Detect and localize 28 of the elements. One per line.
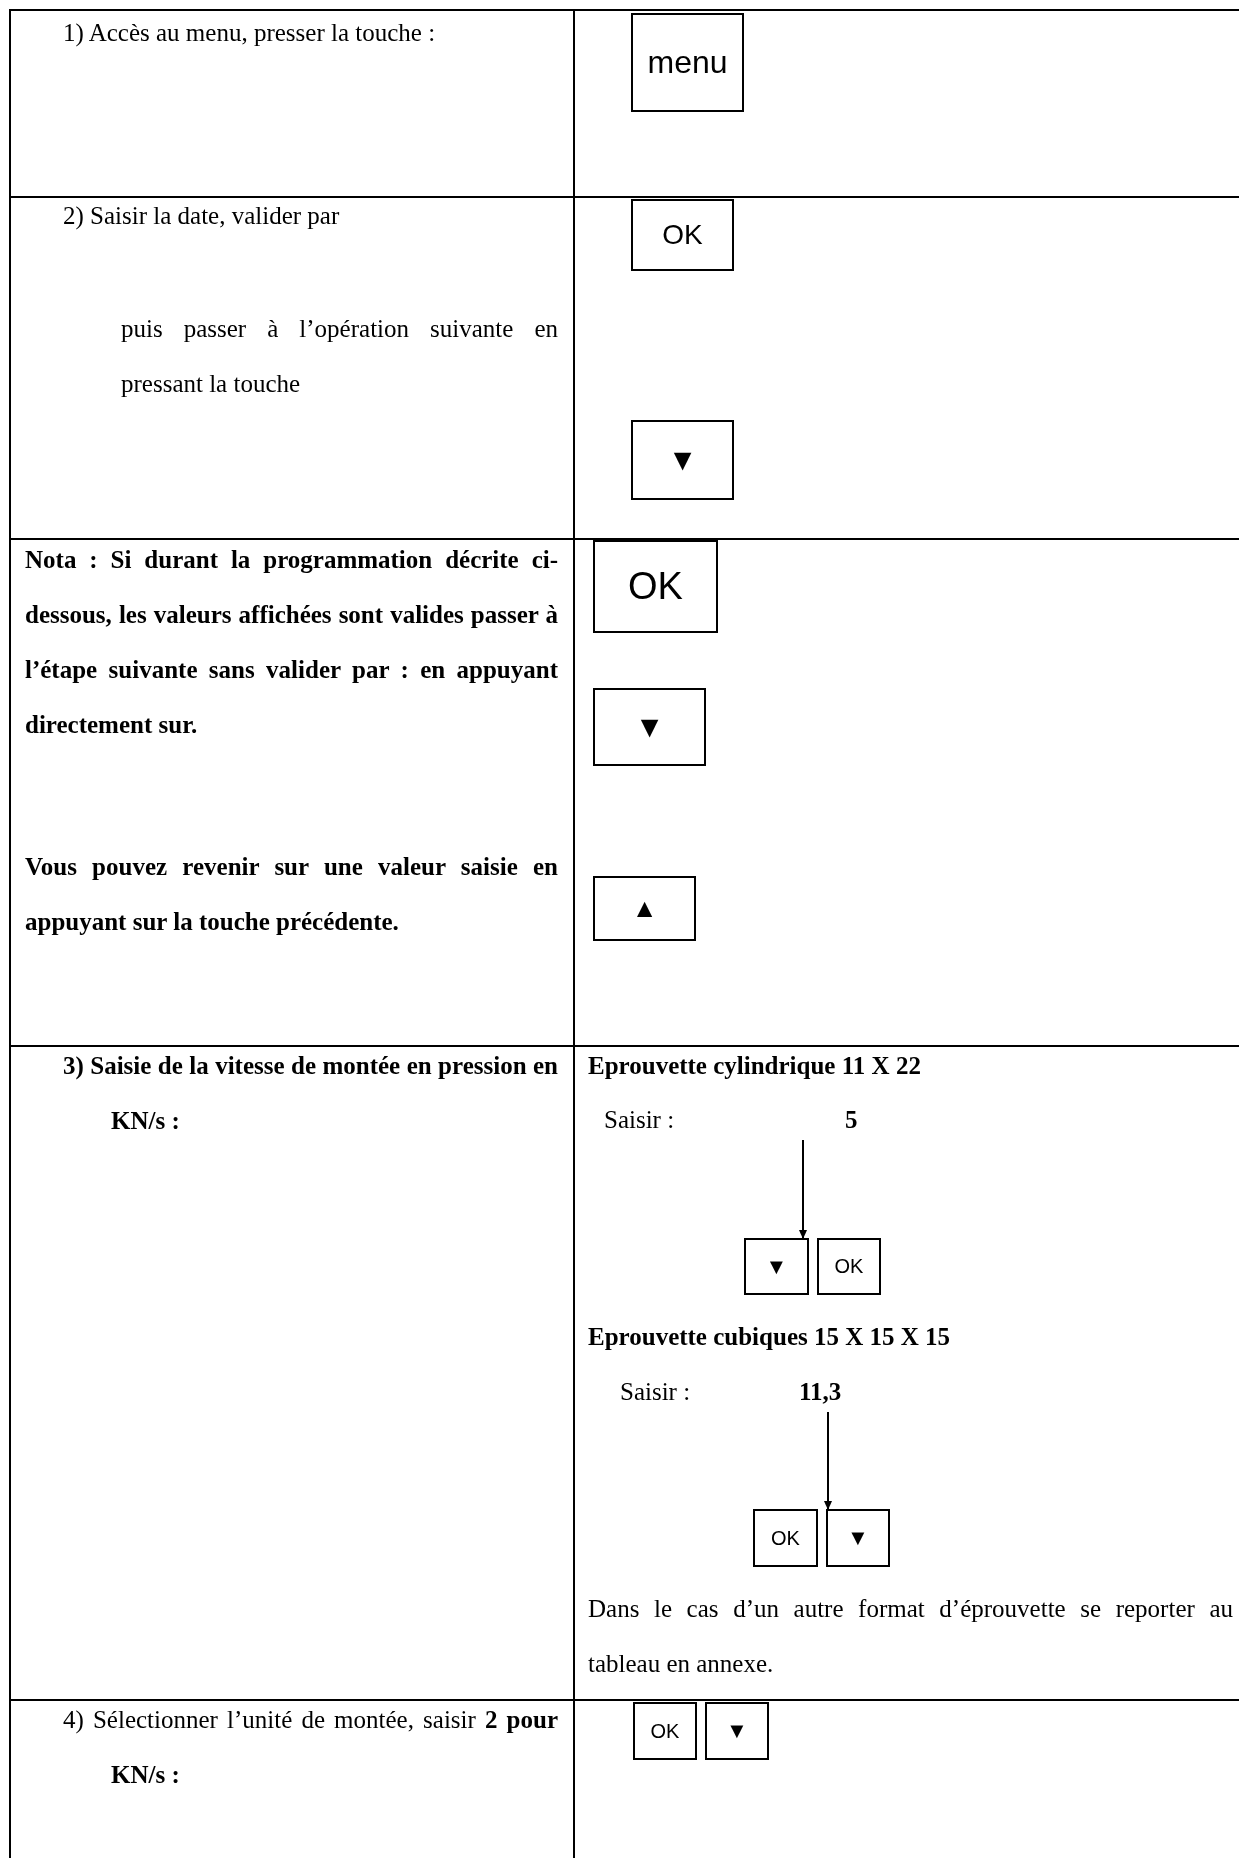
prompt-text: Saisir :: [604, 1105, 675, 1135]
keypad-key: ▲: [593, 876, 696, 941]
keypad-key: OK: [817, 1238, 881, 1295]
specimen-heading: Eprouvette cylindrique 11 X 22: [588, 1051, 922, 1081]
value-text: 5: [845, 1105, 858, 1135]
step-text: 2) Saisir la date, valider par: [63, 201, 341, 232]
value-text: 11,3: [799, 1377, 842, 1407]
keypad-key: ▼: [631, 420, 734, 500]
step-text: 1) Accès au menu, presser la touche :: [63, 18, 437, 49]
keypad-key: ▼: [593, 688, 706, 766]
specimen-heading: Eprouvette cubiques 15 X 15 X 15: [588, 1322, 952, 1352]
arrow: [824, 1411, 832, 1510]
instruction-text: Dans le cas d’un autre format d’éprouvette se reporter au tableau en annexe.: [588, 1594, 1233, 1679]
prompt-text: Saisir :: [620, 1377, 691, 1407]
keypad-key: ▼: [744, 1238, 809, 1295]
keypad-key: OK: [593, 540, 718, 633]
keypad-key: ▼: [826, 1509, 890, 1567]
keypad-key: ▼: [705, 1702, 769, 1760]
note-text: Vous pouvez revenir sur une valeur saisie en appuyant sur la touche précédente.: [25, 852, 558, 937]
keypad-key: OK: [633, 1702, 697, 1760]
step-text: 3) Saisie de la vitesse de montée en pression en KN/s :: [63, 1051, 558, 1136]
step-text: 4) Sélectionner l’unité de montée, saisir 2 pour KN/s :: [63, 1705, 558, 1790]
note-text: Nota : Si durant la programmation décrite ci-dessous, les valeurs affichées sont valides passer à l’étape suivante sans valider par : en appuyant directement sur.: [25, 545, 558, 740]
arrow: [799, 1139, 807, 1239]
step-text: puis passer à l’opération suivante en pressant la touche: [121, 314, 558, 399]
keypad-key: OK: [631, 199, 734, 271]
keypad-key: OK: [753, 1509, 818, 1567]
keypad-key: menu: [631, 13, 744, 112]
